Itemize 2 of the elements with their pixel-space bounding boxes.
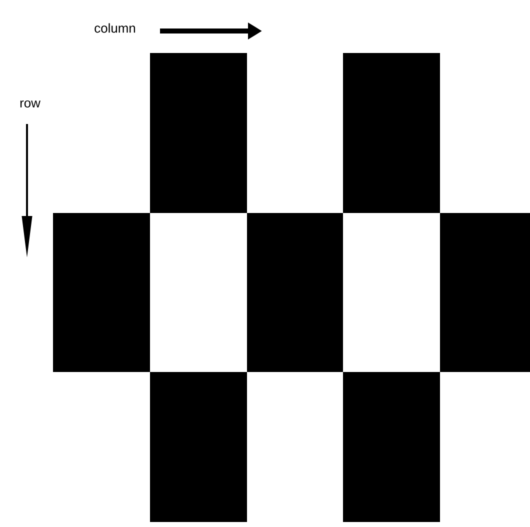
axis-label: column: [94, 23, 136, 33]
axis-label: row: [20, 100, 40, 108]
